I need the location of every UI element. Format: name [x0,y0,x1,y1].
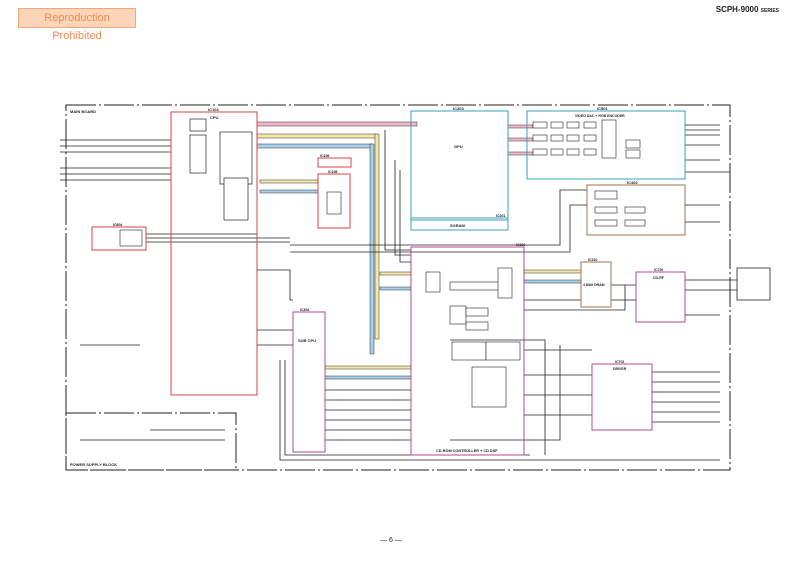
bus-pink-gpu-video2 [507,137,534,142]
ic106-ref: IC106 [320,154,329,158]
bus-pink-gpu-video1 [507,124,534,129]
bus-yellow-sub [324,365,412,370]
video-name: VIDEO DAC + RGB ENCODER [575,114,625,118]
cdrom-name: CD-ROM CONTROLLER + CD DSP [436,449,498,453]
sgram-ref: IC201 [496,214,505,218]
reproduction-prohibited-stamp: Reproduction Prohibited [18,8,136,42]
video-block: IC501 VIDEO DAC + RGB ENCODER [526,106,686,180]
video-ref: IC501 [597,106,608,111]
audio-ref: IC402 [627,180,638,185]
model-name: SCPH-9000 [715,5,759,14]
dram-block: IC310 4 Mbit DRAM [580,258,612,308]
power-supply-border [65,412,237,471]
cdrf-block: IC720 CD-RF [635,268,686,323]
driver-name: DRIVER [613,367,627,371]
cdrom-ref: IC302 [516,243,525,247]
cdrf-ref: IC720 [654,268,663,272]
gpu-name: GPU [454,144,463,149]
ic108-block: IC108 [317,170,351,229]
dram-name: 4 Mbit DRAM [583,283,605,287]
audio-block: IC402 [586,180,686,236]
subcpu-ref: IC304 [300,308,309,312]
ic604-block: IC604 [91,223,147,251]
bus-pink-gpu-video3 [507,151,534,156]
bus-yellow-cd [379,271,412,276]
bus-blue-cd [379,286,412,291]
dram-ref: IC310 [588,258,597,262]
ic108-ref: IC108 [328,170,337,174]
bus-yellow-vertical [374,133,380,340]
cdrom-block: IC302 CD-ROM CONTROLLER + CD DSP [410,243,525,456]
bus-blue-sub [324,375,412,380]
ic106-block: IC106 [317,154,352,168]
bus-blue [256,143,373,149]
wires [60,124,737,461]
model-title: SCPH-9000 SERIES [716,5,779,14]
sgram-name: SGRAM [450,223,466,228]
page-number: — 6 — [380,537,402,544]
subcpu-name: SUB CPU [298,338,316,343]
cdrf-name: CD-RF [653,276,665,280]
ic604-ref: IC604 [113,223,122,227]
buses [256,121,582,380]
gpu-ref: IC203 [453,106,464,111]
power-block-label: POWER SUPPLY BLOCK [70,462,117,467]
subcpu-block: IC304 SUB CPU [292,308,326,453]
model-series: SERIES [760,8,779,14]
main-board-border [65,104,731,471]
board-label: MAIN BOARD [70,109,96,114]
bus-blue-dram [523,279,582,284]
bus-yellow-dram [523,269,582,274]
driver-block: IC702 DRIVER [591,360,653,431]
gpu-block: IC203 GPU IC201 SGRAM [410,106,509,231]
right-connector [736,267,771,301]
bus-yellow-ic108 [259,179,319,184]
bus-yellow [256,133,378,139]
cpu-ref: IC103 [208,107,219,112]
driver-ref: IC702 [615,360,624,364]
cpu-block: IC103 CPU [170,107,258,396]
bus-blue-vertical [369,143,375,355]
bus-blue-ic108 [259,189,319,194]
bus-pink [256,121,418,127]
cpu-name: CPU [210,115,219,120]
